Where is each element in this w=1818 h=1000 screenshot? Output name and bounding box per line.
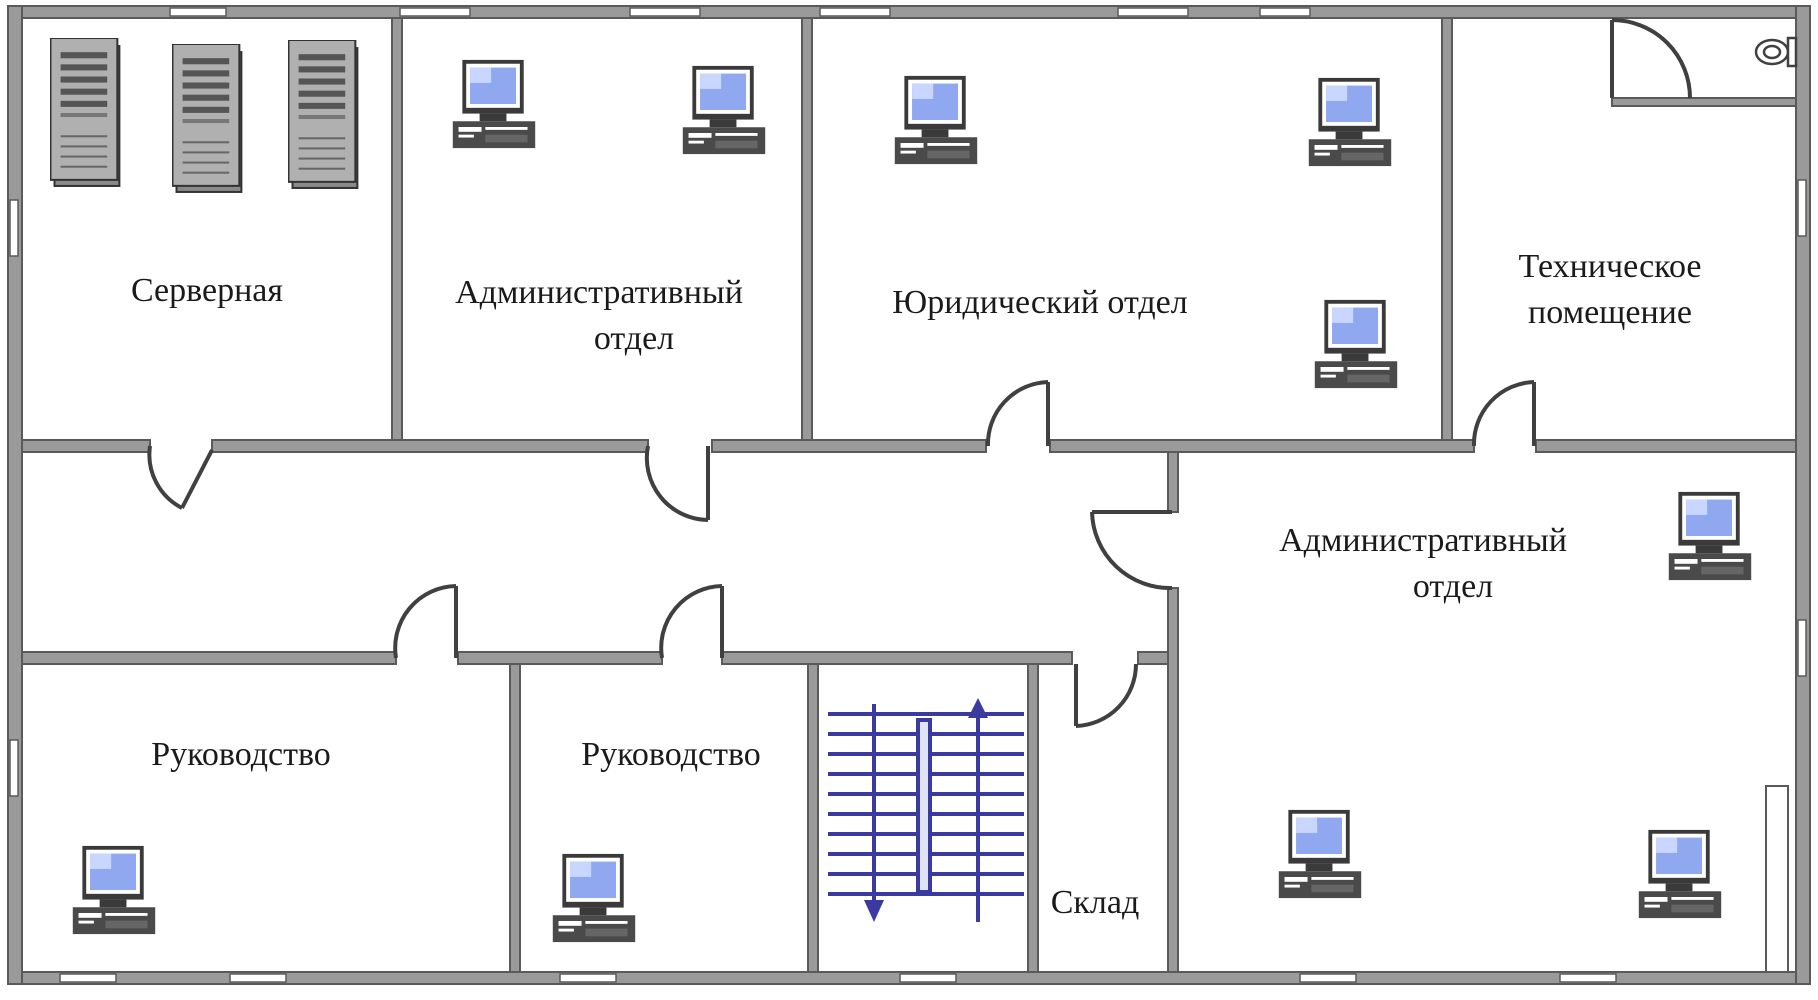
server-rack-icon [288,40,359,189]
room-label-admin-top-line2: отдел [593,320,675,357]
door-icon-technical [1471,380,1536,447]
wall-v-admin-legal [801,17,813,449]
computer-icon [1314,299,1398,389]
room-label-storage: Склад [1050,884,1140,921]
door-icon-management-left [393,584,458,659]
computer-icon [452,59,536,149]
doors [147,18,1692,728]
door-icon-right-admin [1090,510,1173,591]
door-icon-server [147,445,214,510]
wall-v-server-admin [391,17,403,449]
door-icon-storage [1074,663,1138,728]
staircase-icon [828,698,1024,922]
outer-wall-top [7,5,1811,19]
computer-icon [1668,491,1752,581]
walls [7,5,1811,985]
room-label-server: Серверная [130,272,284,309]
room-label-technical: Техническое помещение [1500,244,1720,336]
door-icon-admin-top [644,445,710,522]
computer-icon [1638,829,1722,919]
outer-wall-left [7,5,23,985]
room-label-legal: Юридический отдел [892,284,1188,321]
servers [50,38,359,193]
windows [9,7,1807,983]
wall-v-legal-tech [1441,17,1453,449]
room-label-technical-line2: помещение [1528,294,1692,331]
computer-icon [72,845,156,935]
room-label-admin-right: Административный отдел [1268,518,1578,610]
computers [72,59,1752,943]
door-icon-management-mid [659,584,724,659]
room-label-admin-top: Административный отдел [444,270,754,362]
room-label-management-left: Руководство [151,736,331,773]
door-icon-legal [985,380,1050,447]
room-label-management-mid: Руководство [581,736,761,773]
computer-icon [1278,809,1362,899]
server-rack-icon [50,38,121,187]
computer-icon [1308,77,1392,167]
outer-wall-right [1795,5,1811,985]
toilet-icon [1754,36,1798,68]
room-label-admin-right-line2: отдел [1412,568,1494,605]
computer-icon [552,853,636,943]
computer-icon [682,65,766,155]
door-icon-toilet [1610,18,1692,99]
server-rack-icon [172,44,243,193]
computer-icon [894,75,978,165]
